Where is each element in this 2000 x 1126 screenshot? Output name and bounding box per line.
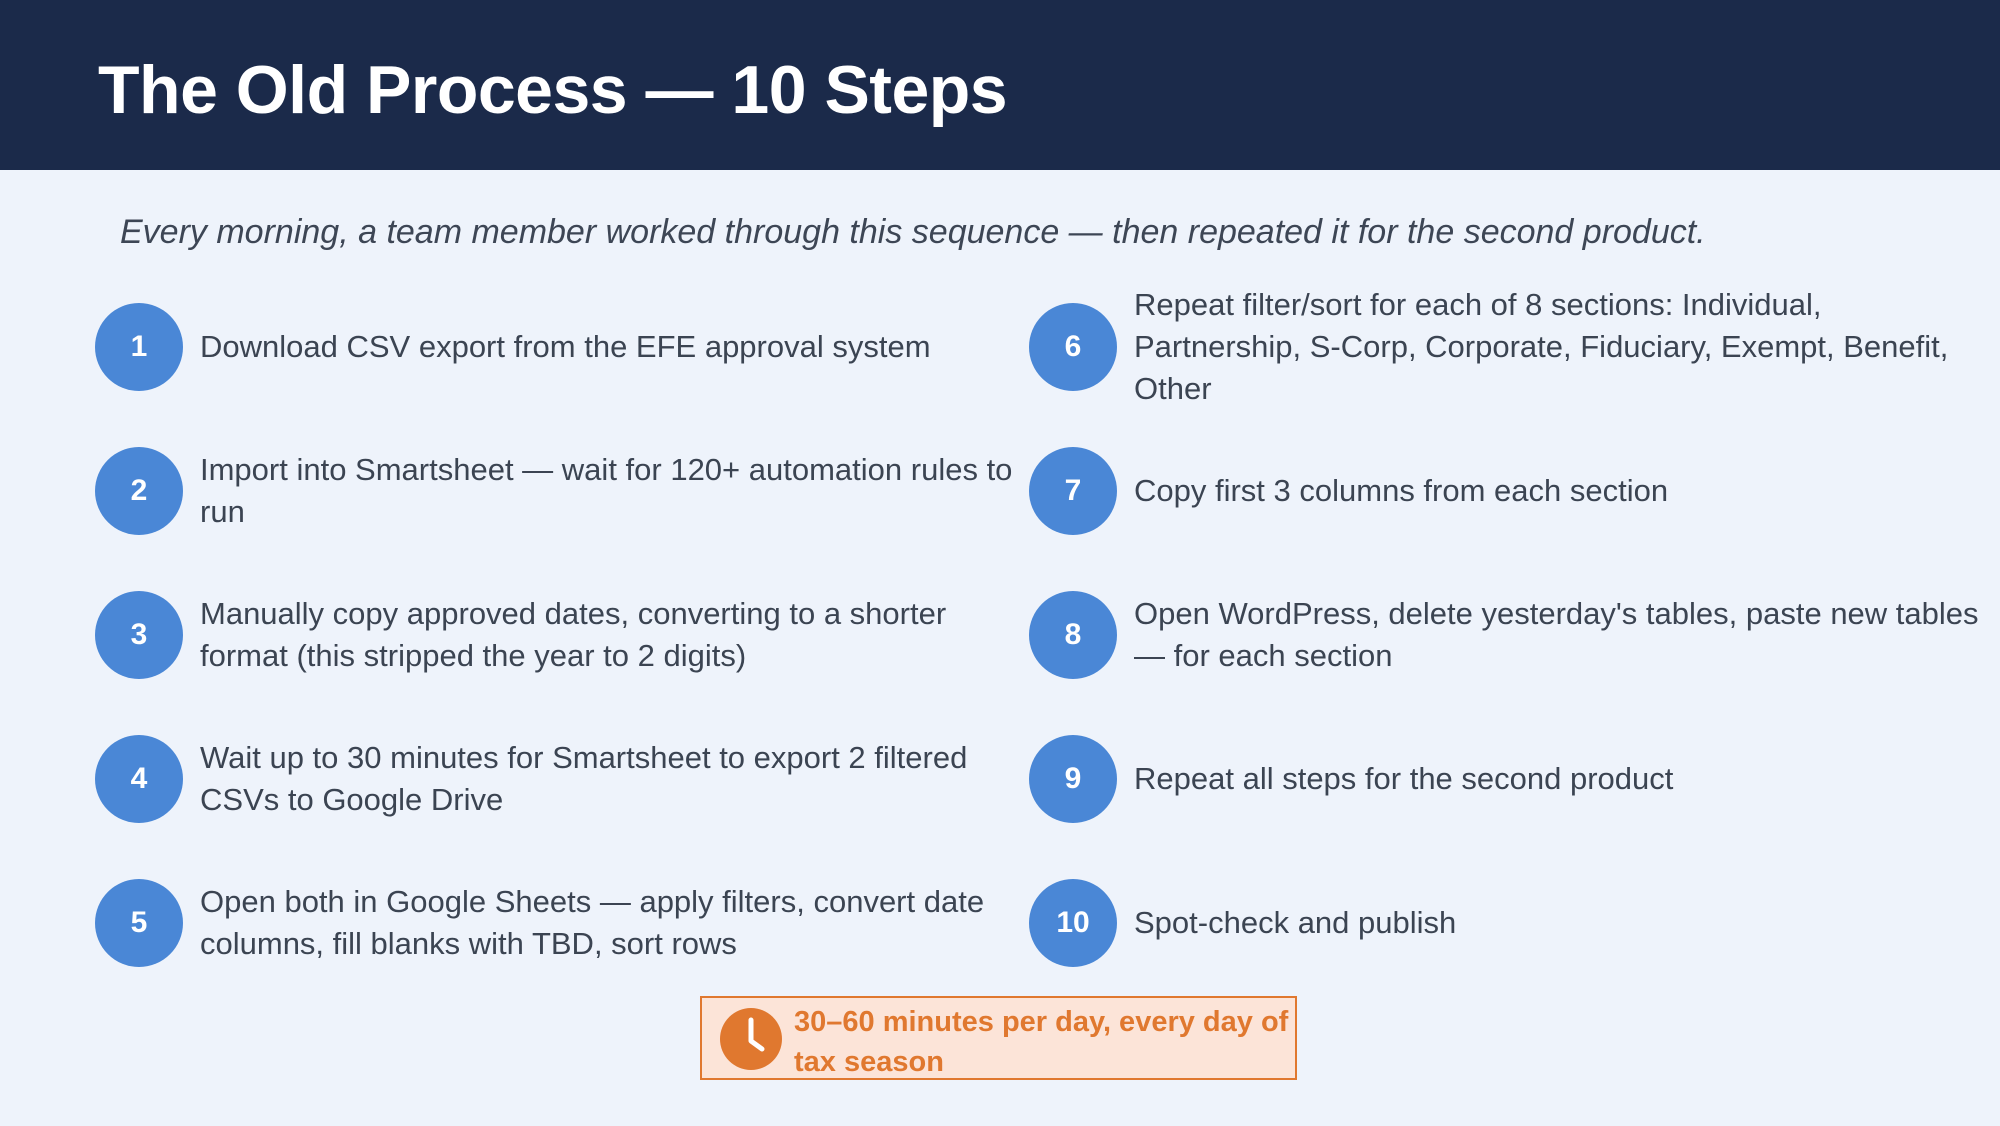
slide-title: The Old Process — 10 Steps — [98, 52, 1008, 128]
step-text: Open both in Google Sheets — apply filte… — [200, 884, 985, 961]
step-number-badge: 9 — [1029, 735, 1117, 823]
time-callout: 30–60 minutes per day, every day of tax … — [700, 996, 1297, 1080]
step-text: Repeat filter/sort for each of 8 section… — [1134, 287, 1949, 406]
title-bar: The Old Process — 10 Steps — [0, 0, 2000, 170]
step-number-badge: 10 — [1029, 879, 1117, 967]
step-text: Wait up to 30 minutes for Smartsheet to … — [200, 740, 968, 817]
step-text: Spot-check and publish — [1134, 905, 1457, 940]
step-text: Download CSV export from the EFE approva… — [200, 329, 931, 364]
step-number-badge: 2 — [95, 447, 183, 535]
step-text: Copy first 3 columns from each section — [1134, 473, 1669, 508]
step-text: Repeat all steps for the second product — [1134, 761, 1674, 796]
step-text: Open WordPress, delete yesterday's table… — [1134, 596, 1979, 673]
step-text: Import into Smartsheet — wait for 120+ a… — [200, 452, 1013, 529]
step-number-badge: 1 — [95, 303, 183, 391]
step-number-badge: 8 — [1029, 591, 1117, 679]
step-number-badge: 3 — [95, 591, 183, 679]
step-number-badge: 4 — [95, 735, 183, 823]
clock-icon — [720, 1008, 782, 1070]
step-text: Manually copy approved dates, converting… — [200, 596, 947, 673]
step-number-badge: 5 — [95, 879, 183, 967]
step-number-badge: 6 — [1029, 303, 1117, 391]
slide-subtitle: Every morning, a team member worked thro… — [120, 213, 1706, 251]
step-number-badge: 7 — [1029, 447, 1117, 535]
callout-text: 30–60 minutes per day, every day of tax … — [794, 1006, 1289, 1078]
